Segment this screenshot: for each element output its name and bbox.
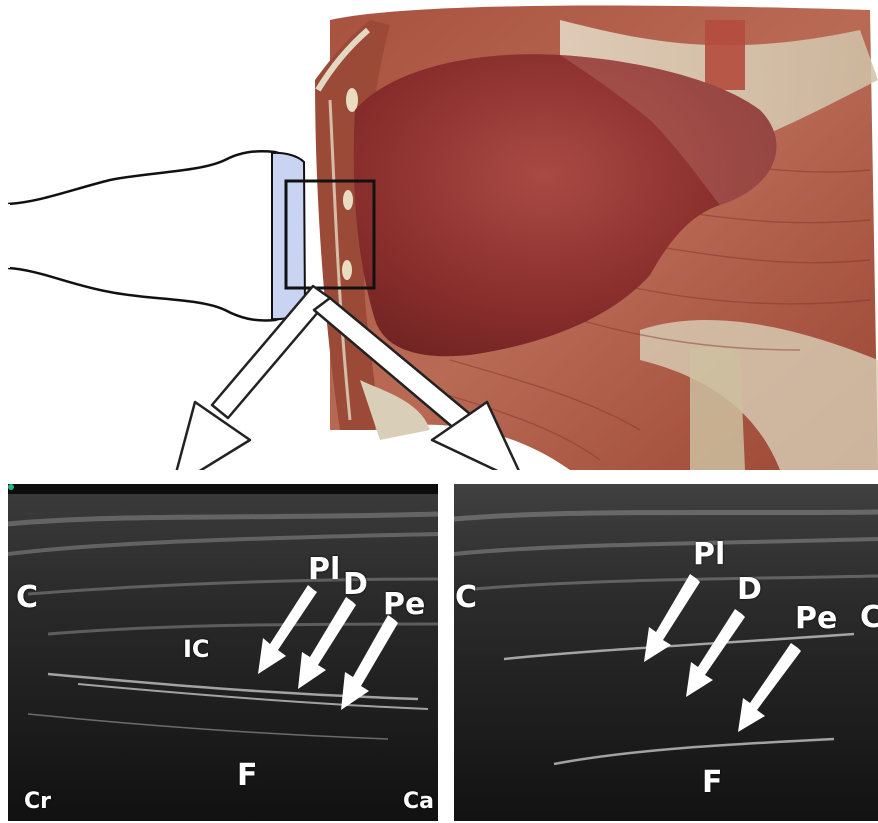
ultrasound-right (454, 484, 878, 821)
aorta (705, 20, 745, 90)
left-label-ic: IC (183, 637, 210, 661)
left-label-f: F (237, 761, 258, 791)
right-label-d: D (737, 575, 762, 605)
probe-face (272, 153, 305, 319)
left-label-d: D (343, 570, 368, 600)
ultrasound-probe (8, 151, 300, 320)
left-label-cr: Cr (24, 791, 51, 813)
left-label-c: C (16, 583, 38, 613)
right-label-f: F (702, 768, 723, 798)
right-label-c-left: C (455, 583, 477, 613)
ultrasound-left (8, 484, 438, 821)
left-label-ca: Ca (403, 791, 434, 813)
right-label-c-right: C (860, 603, 878, 633)
panel-divider (438, 484, 454, 823)
left-label-pl: Pl (308, 555, 340, 585)
spine-column (690, 347, 745, 470)
anatomy-illustration (0, 0, 878, 470)
indicator-dot (8, 484, 14, 490)
right-label-pe: Pe (795, 604, 837, 634)
right-label-pl: Pl (693, 540, 725, 570)
left-label-pe: Pe (383, 590, 425, 620)
